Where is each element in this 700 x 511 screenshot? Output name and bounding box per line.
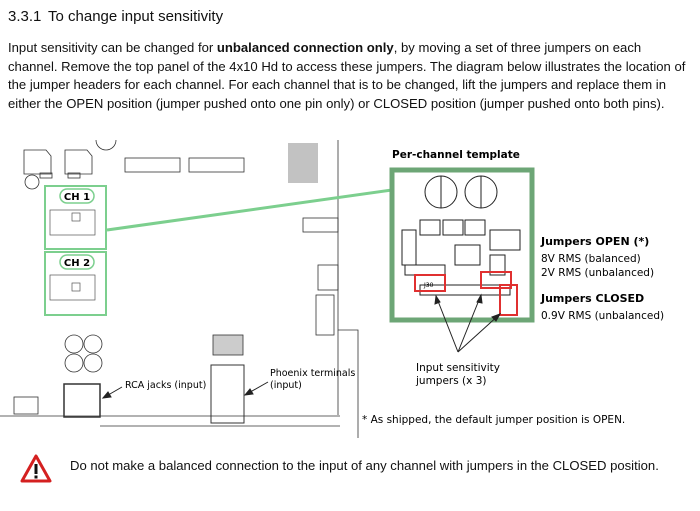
pcb-outline xyxy=(0,140,359,438)
open-title: Jumpers OPEN (*) xyxy=(540,235,649,248)
warning-triangle-icon xyxy=(20,454,52,483)
ch2-label: CH 2 xyxy=(64,258,90,269)
phoenix-label-1: Phoenix terminals xyxy=(270,368,355,379)
jumper-diagram: CH 1 CH 2 Per-channel template J30 Input… xyxy=(0,140,664,438)
jumper-arrows xyxy=(434,293,502,353)
jumpers-label-2: jumpers (x 3) xyxy=(415,375,486,387)
zoom-connector-line xyxy=(106,188,393,232)
section-number: 3.3.1 xyxy=(8,8,42,25)
phoenix-label-2: (input) xyxy=(270,380,302,391)
label-arrows xyxy=(101,381,269,399)
para-text-1: Input sensitivity can be changed for xyxy=(8,40,217,55)
j30-label: J30 xyxy=(423,282,434,289)
template-title: Per-channel template xyxy=(392,149,520,161)
warning-note: Do not make a balanced connection to the… xyxy=(20,454,690,488)
jumpers-label-1: Input sensitivity xyxy=(416,362,500,374)
para-text-2: , by moving a set of three jumpers on ea… xyxy=(8,40,686,111)
para-bold: unbalanced connection only xyxy=(216,40,394,55)
jumper-highlights xyxy=(414,271,518,316)
ch1-label: CH 1 xyxy=(64,192,90,203)
per-channel-template: J30 xyxy=(389,167,535,323)
warning-text: Do not make a balanced connection to the… xyxy=(70,458,659,473)
open-line-2: 2V RMS (unbalanced) xyxy=(541,267,654,279)
open-line-1: 8V RMS (balanced) xyxy=(541,253,641,265)
rca-label: RCA jacks (input) xyxy=(125,380,206,391)
section-title: To change input sensitivity xyxy=(48,8,224,25)
closed-title: Jumpers CLOSED xyxy=(540,292,644,305)
closed-line-1: 0.9V RMS (unbalanced) xyxy=(541,310,664,322)
instructions-paragraph: Input sensitivity can be changed for unb… xyxy=(8,39,693,113)
footnote: * As shipped, the default jumper positio… xyxy=(362,414,625,426)
ch1-highlight: CH 1 xyxy=(44,185,107,250)
section-heading: 3.3.1 To change input sensitivity xyxy=(8,8,223,25)
ch2-highlight: CH 2 xyxy=(44,251,107,316)
